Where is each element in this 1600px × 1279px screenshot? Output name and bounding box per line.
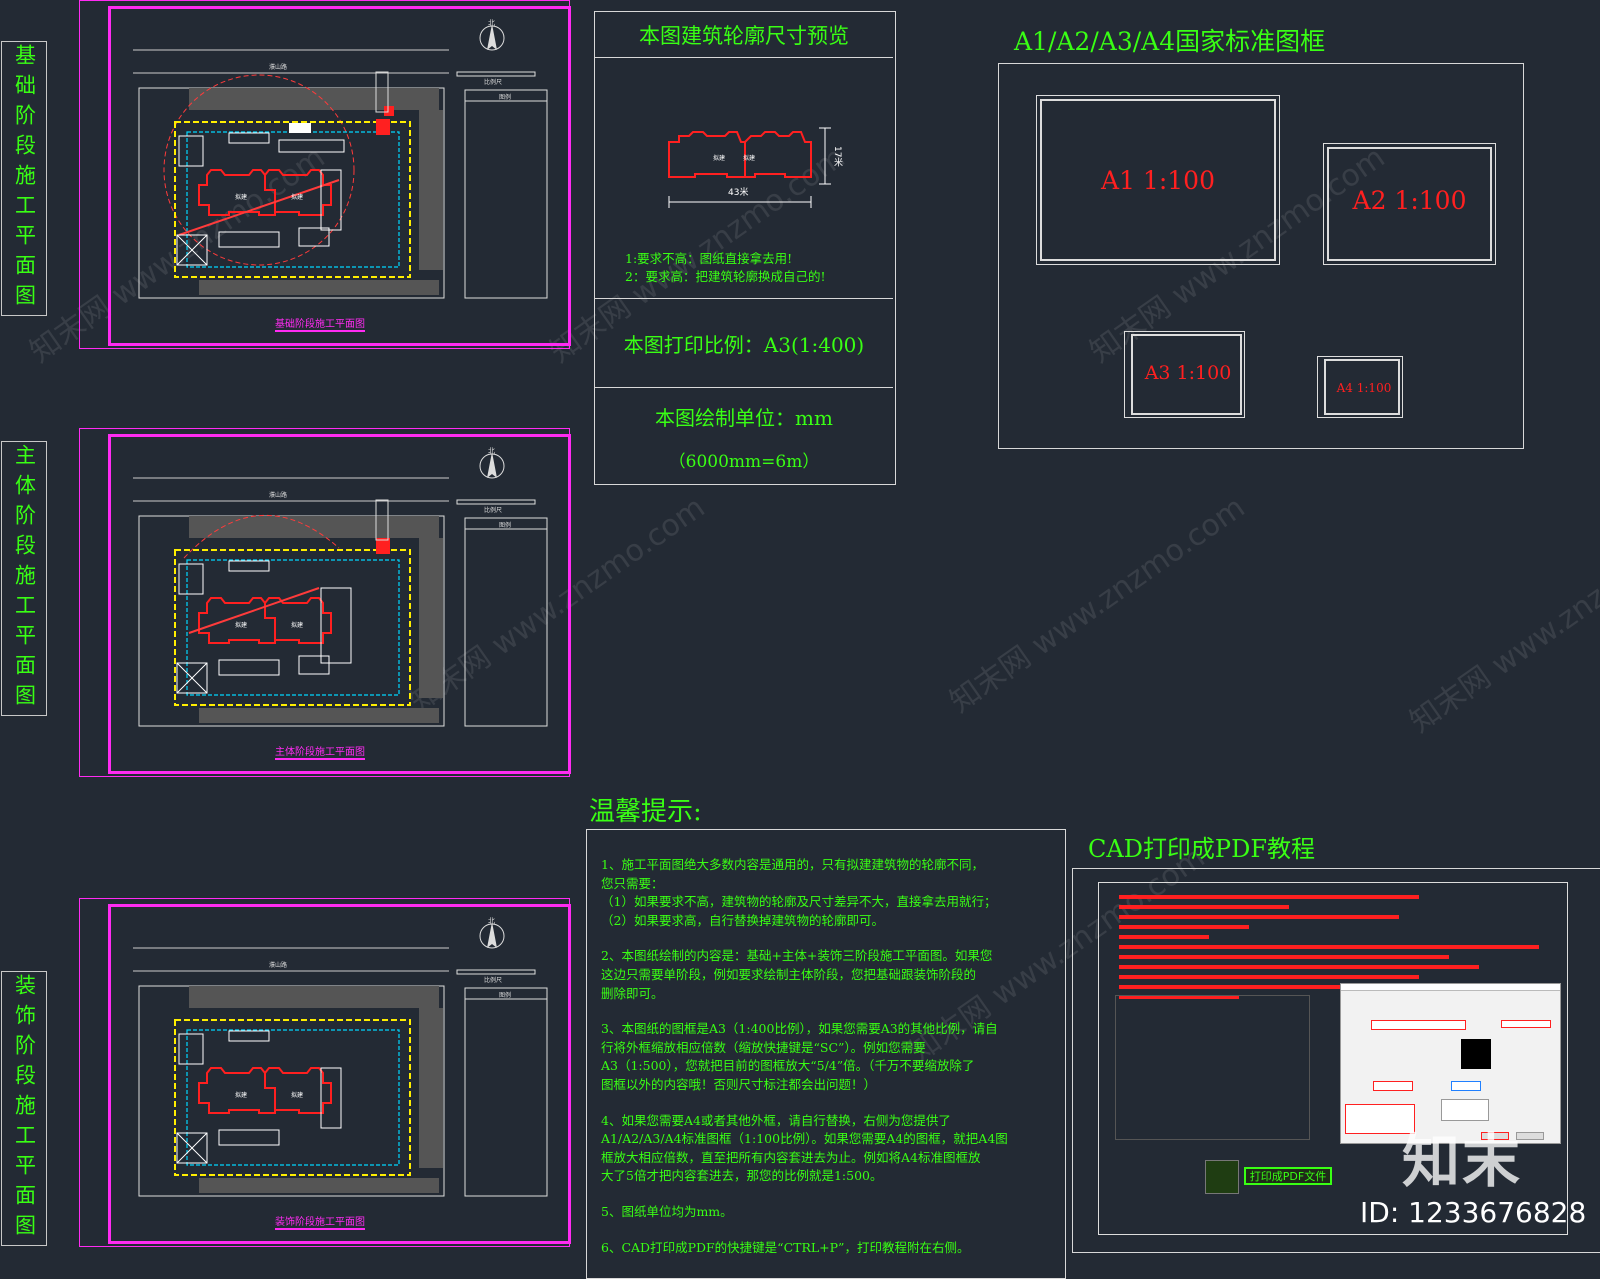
plan-caption: 主体阶段施工平面图 xyxy=(275,743,365,760)
tip-paragraph-5: 5、图纸单位均为mm。 xyxy=(601,1203,733,1219)
tip-paragraph-2: 2、本图纸绘制的内容是：基础+主体+装饰三阶段施工平面图。如果您 这边只需要单阶… xyxy=(601,948,993,1001)
plot-dialog-field[interactable] xyxy=(1441,1099,1489,1121)
plot-dialog-field[interactable] xyxy=(1373,1081,1413,1091)
tutorial-text-lines xyxy=(1119,895,1539,999)
legend-label: 图例 xyxy=(499,992,512,999)
building-label: 拟建 xyxy=(291,1092,304,1099)
north-label: 北 xyxy=(488,19,495,27)
plot-dialog-field[interactable] xyxy=(1501,1020,1551,1028)
preview-note-2: 2：要求高：把建筑轮廓换成自己的! xyxy=(625,269,826,284)
print-scale-cell: 本图打印比例：A3(1:400) xyxy=(595,298,893,388)
north-label: 北 xyxy=(488,447,495,455)
building-label: 拟建 xyxy=(291,622,304,629)
preview-panel: 本图建筑轮廓尺寸预览 拟建 拟建 43米 17米 1:要求不高：图纸直接拿去用!… xyxy=(594,11,896,485)
site-plan-drawing xyxy=(133,24,548,299)
building-label: 拟建 xyxy=(235,194,248,201)
plot-dialog-field[interactable] xyxy=(1371,1020,1466,1030)
print-to-pdf-label: 打印成PDF文件 xyxy=(1249,1170,1327,1183)
asset-id: ID: 1233676828 xyxy=(1360,1196,1587,1229)
unit-title: 本图绘制单位：mm xyxy=(655,406,833,430)
tips-panel: 1、施工平面图绝大多数内容是通用的，只有拟建建筑物的轮廓不同， 您只需要： （1… xyxy=(586,829,1066,1279)
dimension-depth: 17米 xyxy=(832,146,842,167)
scale-bar-label: 比例尺 xyxy=(484,507,503,514)
dimension-width: 43米 xyxy=(728,188,749,198)
frame-a4: A4 1:100 xyxy=(1317,356,1403,418)
frame-a2: A2 1:100 xyxy=(1323,143,1496,265)
building-label: 拟建 xyxy=(291,194,304,201)
road-label: 濮山路 xyxy=(269,492,288,499)
tips-title: 温馨提示: xyxy=(589,797,702,827)
plan-caption: 基础阶段施工平面图 xyxy=(275,315,365,332)
print-scale-text: 本图打印比例：A3(1:400) xyxy=(623,332,865,357)
standard-frames-title: A1/A2/A3/A4国家标准图框 xyxy=(1014,27,1326,56)
frame-a2-label: A2 1:100 xyxy=(1352,186,1467,215)
section-label-decoration: 装饰阶段施工平面图 xyxy=(1,971,47,1246)
preview-note-1: 1:要求不高：图纸直接拿去用! xyxy=(625,251,793,266)
tutorial-thumbnail-icon xyxy=(1205,1160,1239,1194)
frame-a1-inner xyxy=(1040,99,1276,261)
section-label-foundation: 基础阶段施工平面图 xyxy=(1,41,47,316)
building-label: 拟建 xyxy=(235,1092,248,1099)
vlabel-text: 基础阶段施工平面图 xyxy=(12,43,37,314)
frame-a1: A1 1:100 xyxy=(1036,95,1280,265)
section-label-main-body: 主体阶段施工平面图 xyxy=(1,441,47,716)
north-label: 北 xyxy=(488,917,495,925)
inner-frame xyxy=(108,434,571,774)
preview-building-label: 拟建 xyxy=(713,155,726,162)
inner-frame xyxy=(108,6,571,346)
plot-dialog-field[interactable] xyxy=(1451,1081,1481,1091)
frame-a1-label: A1 1:100 xyxy=(1101,166,1215,195)
site-plan-drawing xyxy=(133,922,548,1197)
site-plan-decoration: 北 比例尺 濮山路 图例 拟建 拟建 装饰阶段施工平面图 xyxy=(79,898,571,1247)
plan-caption: 装饰阶段施工平面图 xyxy=(275,1213,365,1230)
plot-dialog-preview xyxy=(1461,1039,1491,1069)
tip-paragraph-3: 3、本图纸的图框是A3（1:400比例），如果您需要A3的其他比例，请自 行将外… xyxy=(601,1021,998,1092)
plot-dialog-cancel-button[interactable] xyxy=(1516,1132,1544,1140)
preview-building-label: 拟建 xyxy=(743,155,756,162)
pdf-tutorial-title: CAD打印成PDF教程 xyxy=(1088,835,1315,863)
watermark: 知末网 www.znzmo.com xyxy=(943,489,1252,720)
scale-bar-label: 比例尺 xyxy=(484,79,503,86)
plot-dialog xyxy=(1340,983,1561,1144)
frame-a4-label: A4 1:100 xyxy=(1336,381,1392,395)
road-label: 濮山路 xyxy=(269,962,288,969)
standard-frames-panel: A1 1:100 A2 1:100 A3 1:100 A4 1:100 xyxy=(998,63,1524,449)
scale-bar-label: 比例尺 xyxy=(484,977,503,984)
preview-title-cell: 本图建筑轮廓尺寸预览 xyxy=(595,12,893,58)
tip-paragraph-6: 6、CAD打印成PDF的快捷键是“CTRL+P”，打印教程附在右侧。 xyxy=(601,1239,970,1255)
print-to-pdf-button[interactable]: 打印成PDF文件 xyxy=(1244,1167,1332,1185)
unit-note: （6000mm=6m） xyxy=(668,452,820,472)
frame-a4-inner xyxy=(1324,359,1400,415)
plot-dialog-field[interactable] xyxy=(1345,1104,1415,1134)
preview-title: 本图建筑轮廓尺寸预览 xyxy=(639,23,849,48)
tutorial-preview-area xyxy=(1115,995,1310,1140)
frame-a3: A3 1:100 xyxy=(1124,331,1245,418)
legend-label: 图例 xyxy=(499,94,512,101)
building-outline-preview xyxy=(668,127,831,208)
vlabel-text: 装饰阶段施工平面图 xyxy=(12,973,37,1244)
inner-frame xyxy=(108,904,571,1244)
frame-a3-label: A3 1:100 xyxy=(1144,362,1232,384)
brand-logo: 知末 xyxy=(1402,1127,1523,1195)
watermark: 知末网 www.znzmo.com xyxy=(1403,509,1600,740)
plot-dialog-titlebar xyxy=(1341,984,1560,991)
tip-paragraph-4: 4、如果您需要A4或者其他外框，请自行替换，右侧为您提供了 A1/A2/A3/A… xyxy=(601,1112,1008,1184)
plot-dialog-ok-button[interactable] xyxy=(1481,1132,1509,1140)
tip-paragraph-1: 1、施工平面图绝大多数内容是通用的，只有拟建建筑物的轮廓不同， 您只需要： （1… xyxy=(601,857,997,928)
vlabel-text: 主体阶段施工平面图 xyxy=(12,443,37,714)
road-label: 濮山路 xyxy=(269,64,288,71)
frame-a2-inner xyxy=(1327,147,1492,261)
site-plan-drawing xyxy=(133,452,548,727)
site-plan-foundation: 北 比例尺 濮山路 图例 拟建 拟建 基础阶段施工平面图 xyxy=(79,0,571,349)
tutorial-sheet: 打印成PDF文件 xyxy=(1098,882,1568,1235)
building-label: 拟建 xyxy=(235,622,248,629)
legend-label: 图例 xyxy=(499,522,512,529)
frame-a3-inner xyxy=(1131,334,1242,415)
pdf-tutorial-panel: 打印成PDF文件 xyxy=(1072,868,1600,1253)
site-plan-main-body: 北 比例尺 濮山路 图例 拟建 拟建 主体阶段施工平面图 xyxy=(79,428,571,777)
